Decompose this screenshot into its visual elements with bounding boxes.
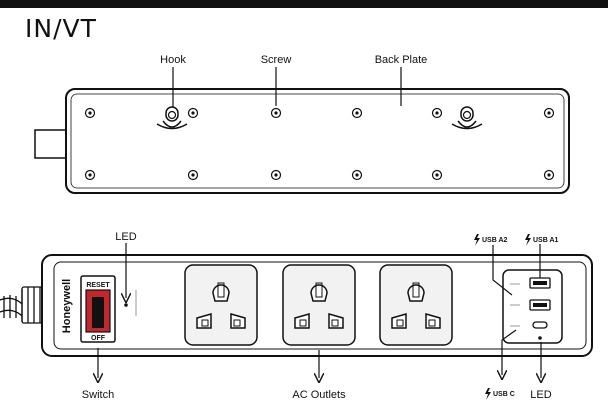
led-top-label: LED bbox=[115, 231, 136, 243]
ac-outlet bbox=[379, 264, 453, 346]
usb-a2-label-group: USB A2 bbox=[474, 234, 508, 246]
power-cord bbox=[0, 286, 45, 324]
back-plate bbox=[65, 88, 570, 194]
usb-a2-label: USB A2 bbox=[482, 237, 508, 244]
back-view: Hook Screw Back Plate bbox=[34, 54, 570, 194]
usb-c-callout bbox=[502, 329, 517, 375]
switch-off-text: OFF bbox=[91, 335, 106, 342]
led-indicator-right bbox=[538, 336, 542, 340]
strip-body-inner bbox=[53, 261, 587, 350]
led-indicator-left bbox=[124, 303, 128, 307]
front-view: Honeywell RESET OFF bbox=[0, 231, 593, 401]
usb-c-label-group: USB C bbox=[485, 388, 515, 400]
usb-panel bbox=[502, 269, 563, 344]
screw bbox=[187, 107, 199, 119]
lightning-icon bbox=[485, 388, 491, 400]
hook-label: Hook bbox=[160, 54, 186, 66]
brand-logo: Honeywell bbox=[61, 279, 73, 333]
ac-outlet bbox=[282, 264, 356, 346]
back-plate-inner bbox=[70, 93, 565, 189]
ac-outlet bbox=[184, 264, 258, 346]
screw bbox=[84, 169, 96, 181]
power-switch[interactable]: RESET OFF bbox=[80, 275, 116, 343]
screw bbox=[84, 107, 96, 119]
screw bbox=[431, 169, 443, 181]
switch-reset-text: RESET bbox=[86, 282, 110, 289]
led-bottom-label: LED bbox=[530, 389, 551, 401]
screw-row-bottom bbox=[84, 169, 555, 181]
header-bar bbox=[0, 0, 608, 8]
hook-keyhole bbox=[451, 106, 483, 130]
screw-row-top bbox=[84, 107, 555, 119]
back-plate-label: Back Plate bbox=[375, 54, 428, 66]
lightning-icon bbox=[474, 234, 480, 246]
screw bbox=[351, 169, 363, 181]
lightning-icon bbox=[525, 234, 531, 246]
screw bbox=[270, 107, 282, 119]
screw bbox=[351, 107, 363, 119]
screw bbox=[543, 107, 555, 119]
hook-keyhole bbox=[156, 106, 188, 130]
screw-label: Screw bbox=[261, 54, 292, 66]
screw bbox=[543, 169, 555, 181]
usb-a1-label: USB A1 bbox=[533, 237, 559, 244]
usb-a2-callout bbox=[492, 245, 513, 296]
usb-a1-label-group: USB A1 bbox=[525, 234, 559, 246]
screw bbox=[187, 169, 199, 181]
screw bbox=[270, 169, 282, 181]
page-title: IN/VT bbox=[25, 14, 97, 43]
switch-label: Switch bbox=[82, 389, 114, 401]
screw bbox=[431, 107, 443, 119]
usb-c-port bbox=[532, 321, 548, 329]
ac-outlets-label: AC Outlets bbox=[292, 389, 346, 401]
usb-c-label: USB C bbox=[493, 391, 515, 398]
